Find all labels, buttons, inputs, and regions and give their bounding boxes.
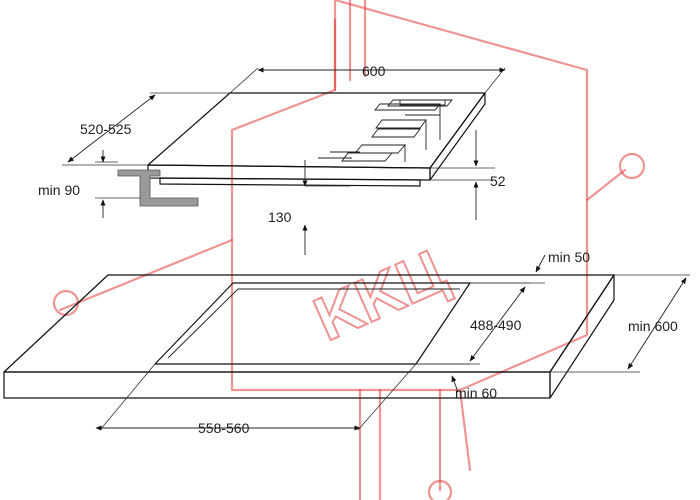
- label-hob-width: 600: [362, 63, 386, 79]
- watermark-text: KKЦ: [305, 237, 456, 355]
- dimension-hob-height: 52: [430, 130, 506, 220]
- dimension-hob-depth: 520-525: [62, 92, 230, 166]
- label-hob-depth: 520-525: [80, 121, 132, 137]
- label-hob-height: 52: [490, 173, 506, 189]
- dimension-hob-width: 600: [229, 63, 506, 94]
- label-min-back: min 50: [548, 249, 590, 265]
- label-height-below: 130: [268, 209, 292, 225]
- label-cutout-width: 558-560: [198, 420, 250, 436]
- label-min-front: min 60: [455, 385, 497, 401]
- hob-unit: [117, 92, 486, 207]
- label-min-worktop-depth: min 600: [628, 318, 678, 334]
- label-min-clearance: min 90: [38, 182, 80, 198]
- dimension-min-front: min 60: [416, 363, 497, 401]
- hob-controls: [318, 99, 453, 162]
- dimension-height-below: 130: [268, 160, 350, 255]
- dimension-min-clearance: min 90: [38, 150, 140, 218]
- dimension-min-worktop-depth: min 600: [550, 274, 690, 373]
- mounting-bracket: [117, 169, 199, 207]
- dimension-cutout-width: 558-560: [95, 363, 417, 436]
- label-cutout-depth: 488-490: [470, 317, 522, 333]
- dimension-min-back: min 50: [470, 249, 590, 284]
